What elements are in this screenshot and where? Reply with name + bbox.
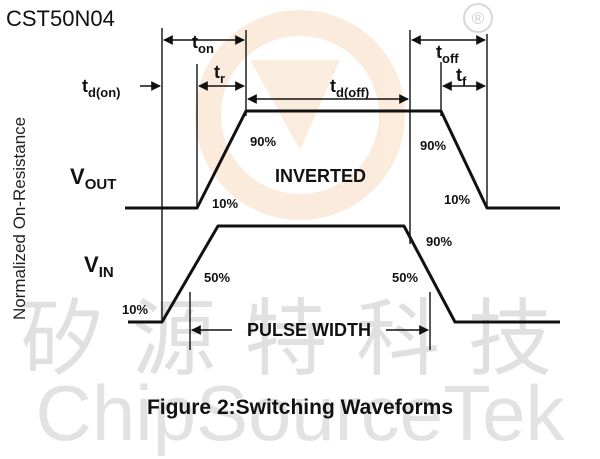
reference-lines xyxy=(161,28,488,350)
in-fall-50-label: 50% xyxy=(392,270,418,285)
out-rise-10-label: 10% xyxy=(212,196,238,211)
td-off-label: td(off) xyxy=(330,76,369,100)
part-number: CST50N04 xyxy=(6,6,115,31)
v-out-waveform xyxy=(125,109,560,210)
v-out-label: VOUT xyxy=(70,164,116,193)
ton-label: ton xyxy=(192,32,214,56)
timing-arrows xyxy=(140,35,486,335)
registered-mark: ® xyxy=(463,3,493,33)
tf-label: tf xyxy=(456,65,467,89)
pulse-width-label: PULSE WIDTH xyxy=(247,320,371,340)
td-on-label: td(on) xyxy=(82,76,120,100)
out-fall-10-label: 10% xyxy=(444,192,470,207)
toff-label: toff xyxy=(436,42,459,66)
figure-caption: Figure 2:Switching Waveforms xyxy=(146,396,454,419)
out-fall-90-label: 90% xyxy=(420,138,446,153)
in-fall-90-label: 90% xyxy=(426,234,452,249)
watermark-logo-triangle xyxy=(250,60,340,150)
y-axis-label: Normalized On-Resistance xyxy=(10,116,29,320)
in-rise-50-label: 50% xyxy=(204,270,230,285)
tr-label: tr xyxy=(214,62,225,86)
v-in-waveform xyxy=(128,224,560,324)
registered-mark-glyph: ® xyxy=(472,9,485,28)
out-rise-90-label: 90% xyxy=(250,134,276,149)
watermark-english-text: ChipSourceTek xyxy=(35,369,565,457)
v-in-label: VIN xyxy=(84,252,114,281)
inverted-label: INVERTED xyxy=(275,166,366,186)
watermark-logo-ring xyxy=(195,10,405,220)
in-rise-10-label: 10% xyxy=(122,302,148,317)
watermark-logo xyxy=(195,10,405,220)
watermark-chinese-text: 矽源特科技 xyxy=(19,290,580,388)
